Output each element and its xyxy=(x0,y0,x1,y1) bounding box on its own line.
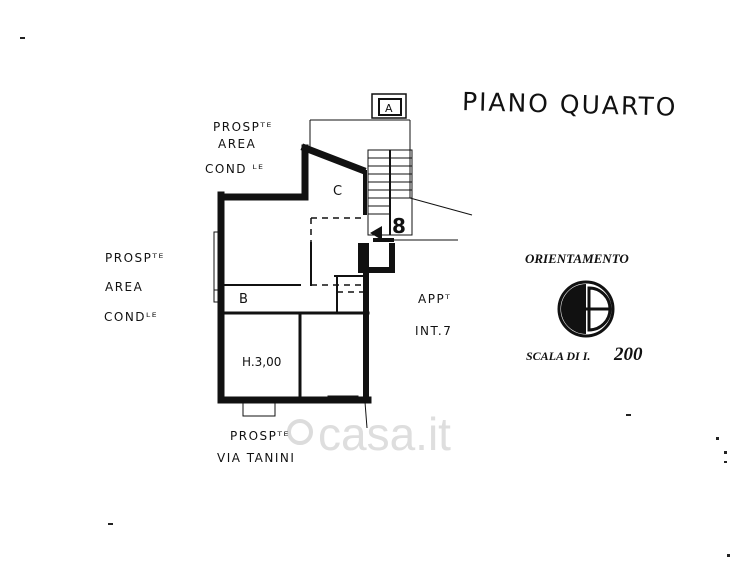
unit-number: 8 xyxy=(392,214,406,238)
room-b-label: B xyxy=(239,292,248,307)
height-label: H.3,00 xyxy=(242,355,281,369)
watermark: casa.it xyxy=(287,408,451,460)
label-left-3: CONDᴸᴱ xyxy=(104,310,158,324)
label-appt-2: INT.7 xyxy=(415,324,452,338)
orientation-title: ORIENTAMENTO xyxy=(525,251,629,266)
label-bottom-1: PROSPᵀᴱ xyxy=(230,429,290,443)
label-top-left-1: PROSPᵀᴱ xyxy=(213,120,273,134)
compass-icon xyxy=(557,280,615,338)
watermark-text: casa.it xyxy=(318,408,451,460)
prospect-labels: PROSPᵀᴱ AREA COND ᴸᴱ PROSPᵀᴱ AREA CONDᴸᴱ… xyxy=(104,120,452,465)
staircase xyxy=(367,149,413,236)
label-bottom-2: VIA TANINI xyxy=(217,451,295,465)
room-a-box xyxy=(371,93,407,119)
windows xyxy=(213,231,359,417)
plan-title: PIANO QUARTO xyxy=(462,87,678,122)
boundary-lines xyxy=(309,119,473,429)
door-openings xyxy=(310,217,366,293)
scan-specks xyxy=(20,37,730,557)
label-appt-1: APPᵀ xyxy=(418,292,451,306)
entry-arrow xyxy=(370,226,382,240)
scale-prefix: SCALA DI I. xyxy=(526,349,590,363)
label-left-2: AREA xyxy=(105,280,143,294)
label-top-left-2: AREA xyxy=(218,137,256,151)
scale-value: 200 xyxy=(613,344,643,365)
room-a-label: A xyxy=(385,102,393,115)
room-labels: A B C H.3,00 8 xyxy=(239,102,406,369)
room-c-label: C xyxy=(333,184,342,199)
label-left-1: PROSPᵀᴱ xyxy=(105,251,165,265)
walls xyxy=(217,143,395,404)
orientation-legend: ORIENTAMENTO SCALA DI I. 200 xyxy=(525,251,643,365)
label-top-left-3: COND ᴸᴱ xyxy=(205,162,264,176)
